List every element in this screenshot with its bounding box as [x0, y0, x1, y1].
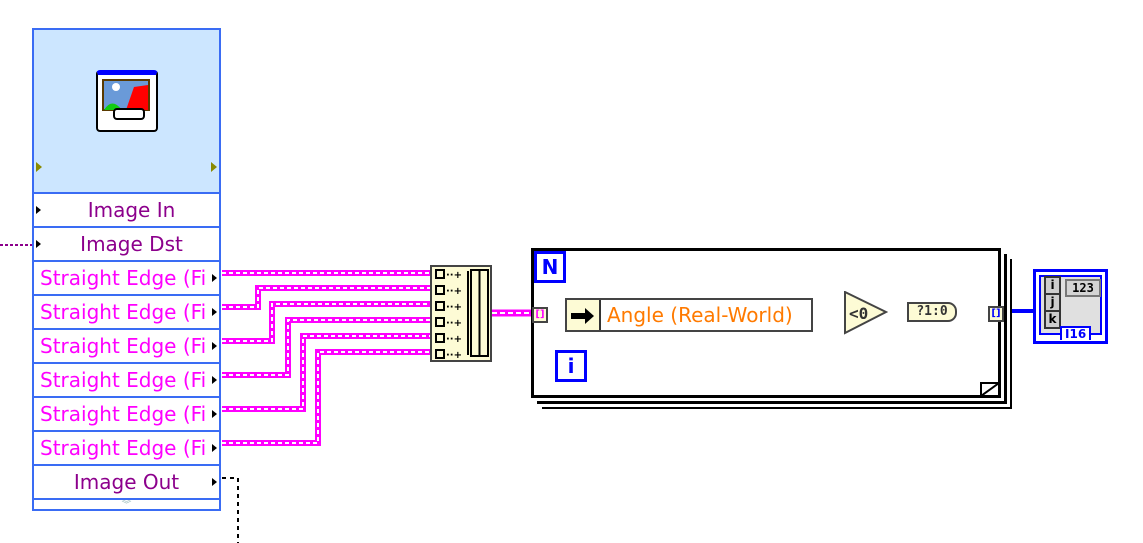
build-array-input[interactable]	[435, 269, 445, 279]
indicator-value: 123	[1065, 279, 1101, 297]
loop-iteration-terminal[interactable]: i	[555, 350, 587, 382]
property-row-label: Straight Edge (Fi	[40, 300, 207, 324]
property-row-label: Straight Edge (Fi	[40, 402, 207, 426]
build-array-node[interactable]: ··+ ··+ ··+ ··+ ··+ ··+	[430, 265, 492, 362]
svg-text:··+: ··+	[446, 286, 462, 297]
array-index-k[interactable]: k	[1044, 310, 1061, 329]
build-array-input[interactable]	[435, 349, 445, 359]
output-terminal-arrow-icon	[212, 410, 217, 418]
property-node-header	[34, 30, 219, 194]
output-arrow-icon	[211, 162, 217, 172]
property-row-label: Straight Edge (Fi	[40, 334, 207, 358]
cluster-wire	[222, 335, 432, 410]
output-terminal-arrow-icon	[212, 478, 217, 486]
svg-text:··+: ··+	[446, 270, 462, 281]
property-row-3[interactable]: Straight Edge (Fi	[34, 296, 219, 330]
less-than-zero-label: <0	[849, 304, 868, 323]
expand-chevron-icon[interactable]: ︾	[121, 500, 132, 511]
cluster-wire	[222, 349, 432, 446]
output-terminal-arrow-icon	[212, 274, 217, 282]
output-terminal-arrow-icon	[212, 308, 217, 316]
input-arrow-icon	[36, 162, 42, 172]
loop-count-terminal[interactable]: N	[534, 251, 566, 283]
output-terminal-arrow-icon	[212, 342, 217, 350]
cluster-wire	[222, 303, 432, 342]
loop-corner-icon	[980, 382, 1000, 397]
input-terminal-arrow-icon	[36, 206, 41, 214]
cluster-wire	[222, 351, 432, 444]
property-row-5[interactable]: Straight Edge (Fi	[34, 364, 219, 398]
build-array-input[interactable]	[435, 301, 445, 311]
property-row-label: Image In	[87, 198, 176, 222]
arrow-right-icon	[571, 308, 594, 324]
image-vision-icon	[96, 70, 158, 132]
property-row-0[interactable]: Image In	[34, 194, 219, 228]
unbundle-by-name[interactable]: Angle (Real-World)	[565, 298, 813, 332]
property-row-2[interactable]: Straight Edge (Fi	[34, 262, 219, 296]
svg-text:··+: ··+	[446, 350, 462, 360]
array-index-i[interactable]: i	[1044, 276, 1061, 295]
property-row-7[interactable]: Straight Edge (Fi	[34, 432, 219, 466]
svg-text:··+: ··+	[446, 334, 462, 345]
property-row-1[interactable]: Image Dst	[34, 228, 219, 262]
bool-to-number-node[interactable]: ?1:0	[907, 302, 957, 322]
property-row-6[interactable]: Straight Edge (Fi	[34, 398, 219, 432]
input-terminal-arrow-icon	[36, 240, 41, 248]
less-than-zero-node[interactable]: <0	[844, 291, 888, 335]
build-array-input[interactable]	[435, 317, 445, 327]
property-row-label: Straight Edge (Fi	[40, 266, 207, 290]
svg-text:··+: ··+	[446, 302, 462, 313]
build-array-input[interactable]	[435, 333, 445, 343]
image-out-wire	[222, 477, 239, 543]
cluster-wire	[222, 317, 432, 378]
property-row-4[interactable]: Straight Edge (Fi	[34, 330, 219, 364]
svg-text:··+: ··+	[446, 318, 462, 329]
property-row-8[interactable]: Image Out	[34, 466, 219, 500]
output-terminal-arrow-icon	[212, 376, 217, 384]
property-row-label: Image Out	[73, 470, 180, 494]
output-terminal-arrow-icon	[212, 444, 217, 452]
unbundle-element-label: Angle (Real-World)	[599, 300, 811, 330]
loop-output-tunnel[interactable]: []	[988, 306, 1004, 322]
property-row-label: Image Dst	[80, 232, 183, 256]
cluster-wires	[222, 270, 432, 446]
loop-input-tunnel[interactable]: []	[532, 307, 548, 323]
build-array-input[interactable]	[435, 285, 445, 295]
property-row-label: Straight Edge (Fi	[40, 436, 207, 460]
property-row-label: Straight Edge (Fi	[40, 368, 207, 392]
cluster-wire	[222, 319, 432, 376]
indicator-type-label: I16	[1060, 326, 1092, 340]
cluster-wire	[222, 287, 432, 308]
